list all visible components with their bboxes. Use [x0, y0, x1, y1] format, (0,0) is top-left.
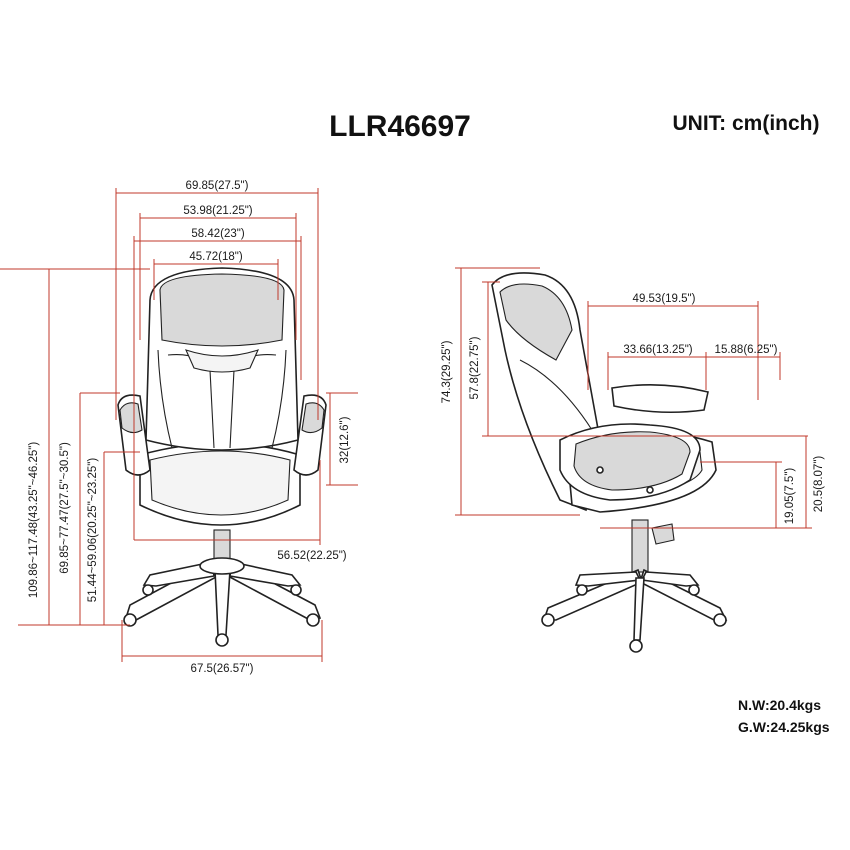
front-chair-base: [123, 529, 322, 647]
front-dimension-lines: [0, 188, 358, 662]
dim-side-arm-depth: 15.88(6.25"): [715, 344, 778, 356]
dim-back-width: 53.98(21.25"): [183, 205, 252, 217]
dim-seat-width: 45.72(18"): [189, 251, 242, 263]
side-dimension-lines: [455, 267, 812, 529]
dim-seat-depth-front: 56.52(22.25"): [277, 550, 346, 562]
side-chair-armrest: [559, 384, 709, 501]
front-chair-backrest: [145, 267, 299, 451]
dim-side-depth: 49.53(19.5"): [633, 293, 696, 305]
front-chair-seat: [139, 442, 301, 526]
side-view: 74.3(29.25") 57.8(22.75") 49.53(19.5") 3…: [441, 267, 825, 653]
side-chair-base: [541, 519, 728, 653]
front-view: 69.85(27.5") 53.98(21.25") 58.42(23") 45…: [0, 180, 358, 675]
dim-side-seat-depth: 33.66(13.25"): [623, 344, 692, 356]
dim-base-width: 67.5(26.57"): [191, 663, 254, 675]
dim-arm-width: 58.42(23"): [191, 228, 244, 240]
dim-overall-width: 69.85(27.5"): [186, 180, 249, 192]
dim-arm-height: 69.85~77.47(27.5"~30.5"): [59, 442, 71, 574]
model-number: LLR46697: [329, 110, 471, 143]
net-weight: N.W:20.4kgs: [738, 697, 821, 713]
dim-seat-height: 51.44~59.06(20.25"~23.25"): [87, 458, 99, 603]
dim-overall-height: 109.86~117.48(43.25"~46.25"): [28, 442, 40, 598]
unit-label: UNIT: cm(inch): [673, 112, 820, 135]
gross-weight: G.W:24.25kgs: [738, 719, 830, 735]
dim-back-height: 32(12.6"): [339, 416, 351, 463]
dim-side-arm-to-seat: 19.05(7.5"): [784, 468, 796, 525]
dim-side-total-height: 74.3(29.25"): [441, 340, 453, 403]
dim-side-arm-height: 20.5(8.07"): [813, 456, 825, 513]
dim-side-back-height: 57.8(22.75"): [469, 336, 481, 399]
